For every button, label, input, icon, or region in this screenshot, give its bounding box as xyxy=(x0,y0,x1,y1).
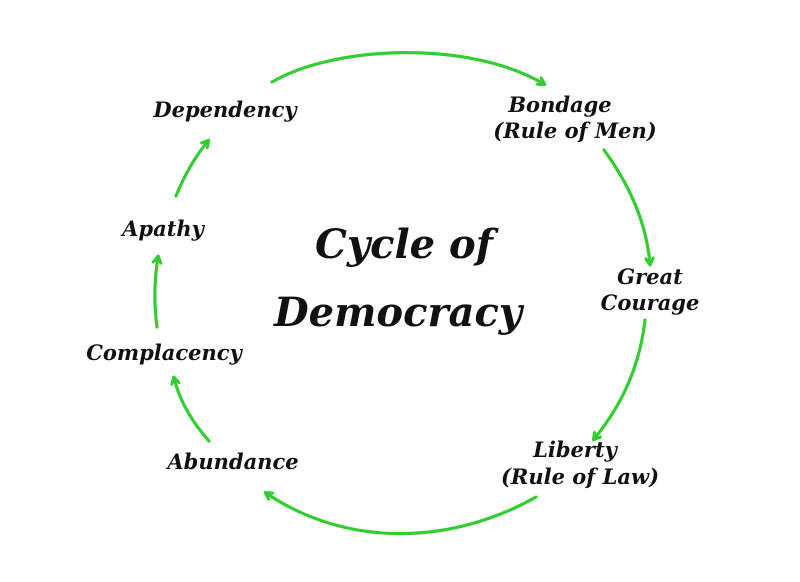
stage-liberty-line-2: (Rule of Law) xyxy=(501,464,659,489)
arrow-great-courage-to-liberty xyxy=(594,318,647,439)
arrow-dependency-to-bondage xyxy=(270,51,544,84)
stage-bondage-line-2: (Rule of Men) xyxy=(493,118,656,143)
stage-liberty-line-1: Liberty xyxy=(532,437,619,462)
stage-bondage-line-1: Bondage xyxy=(507,92,611,117)
stage-liberty: Liberty (Rule of Law) xyxy=(501,437,659,489)
stage-great-courage-line-1: Great xyxy=(617,264,683,289)
stage-bondage: Bondage (Rule of Men) xyxy=(493,92,656,143)
diagram-title-line-1: Cycle of xyxy=(315,221,499,268)
arrow-abundance-to-complacency xyxy=(174,378,211,443)
stage-great-courage-line-2: Courage xyxy=(601,290,700,315)
stage-apathy: Apathy xyxy=(120,216,206,241)
diagram-title-line-2: Democracy xyxy=(273,289,525,336)
arrow-complacency-to-apathy xyxy=(155,257,158,329)
arrow-liberty-to-abundance xyxy=(266,493,538,536)
stage-great-courage: Great Courage xyxy=(601,264,700,315)
arrow-apathy-to-dependency xyxy=(174,141,208,198)
arrow-bondage-to-great-courage xyxy=(602,148,650,264)
stage-complacency: Complacency xyxy=(86,340,243,365)
stage-dependency: Dependency xyxy=(152,97,298,122)
stage-abundance: Abundance xyxy=(165,449,298,474)
